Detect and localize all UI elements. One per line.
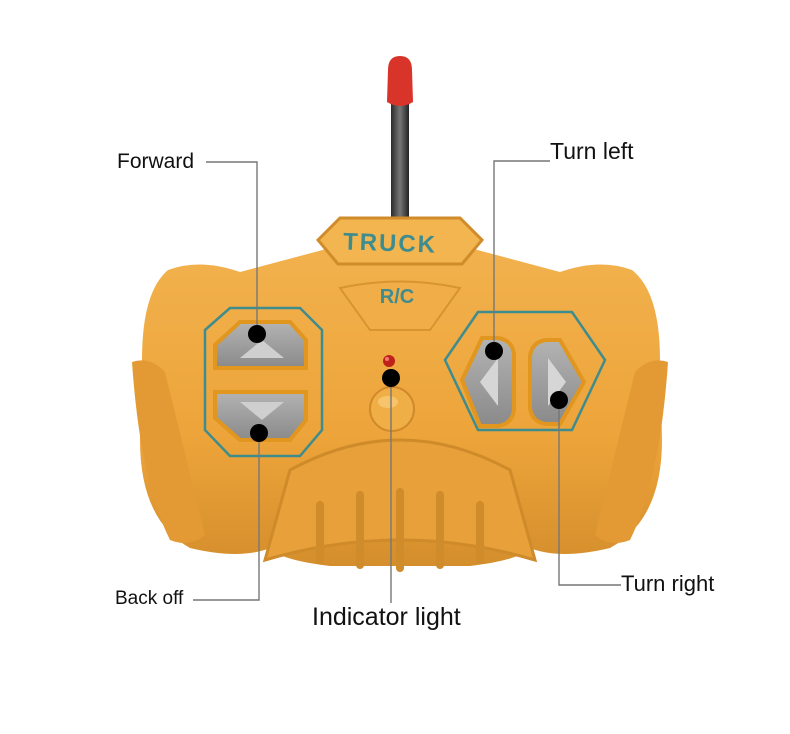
antenna <box>387 56 413 220</box>
arrow-down-icon <box>240 402 284 420</box>
dot-forward <box>248 325 266 343</box>
callout-turn-left: Turn left <box>550 138 634 164</box>
callout-turn-right: Turn right <box>621 571 715 596</box>
arrow-left-icon <box>480 358 498 406</box>
turn-left-button[interactable] <box>459 336 516 428</box>
dot-back-off <box>250 424 268 442</box>
leader-lines <box>193 160 621 603</box>
indicator-light <box>383 355 395 367</box>
truck-badge: TRUCK <box>315 216 485 266</box>
forward-button[interactable] <box>213 320 308 370</box>
callout-back-off: Back off <box>115 588 184 609</box>
dot-indicator <box>382 369 400 387</box>
left-button-trim <box>203 306 324 458</box>
dot-turn-right <box>550 391 568 409</box>
back-off-button[interactable] <box>213 390 308 442</box>
leader-turn-left <box>493 160 550 351</box>
callout-dots <box>248 325 568 442</box>
dot-turn-left <box>485 342 503 360</box>
callout-indicator-light: Indicator light <box>312 603 461 631</box>
truck-badge-text: TRUCK <box>343 228 438 258</box>
antenna-tip-icon <box>387 56 413 106</box>
rc-label-text: R/C <box>380 286 414 308</box>
leader-back-off <box>193 433 260 601</box>
power-knob[interactable] <box>369 386 415 432</box>
leader-turn-right <box>558 400 621 586</box>
right-button-trim <box>443 310 607 432</box>
callout-forward: Forward <box>117 150 195 173</box>
leader-forward <box>206 161 258 334</box>
arrow-up-icon <box>240 340 284 358</box>
rc-label: R/C <box>338 280 462 331</box>
